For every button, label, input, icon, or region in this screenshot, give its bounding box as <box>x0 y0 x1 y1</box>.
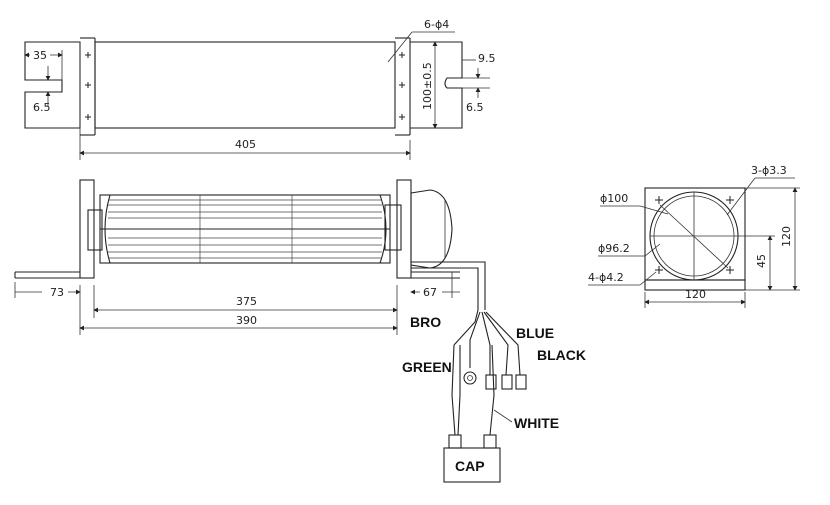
dim-width-side: 120 <box>685 288 706 301</box>
wire-brown <box>453 309 479 346</box>
wiring-diagram: CAP BRO BLUE BLACK GREEN WHITE <box>402 309 586 483</box>
top-right-flange <box>410 41 463 129</box>
ground-terminal <box>463 371 477 385</box>
top-body <box>94 41 396 129</box>
dim-holes-bottom: 4-ϕ4.2 <box>588 271 624 284</box>
front-left-bracket <box>79 179 95 279</box>
front-right-bracket <box>396 179 412 279</box>
label-blue: BLUE <box>516 325 554 341</box>
wire-cap-right <box>489 344 495 436</box>
wire-black <box>483 311 509 376</box>
wire-white-lead <box>485 311 521 376</box>
wire-blue <box>481 311 491 375</box>
side-view: 3-ϕ3.3 ϕ100 ϕ96.2 4-ϕ4.2 120 45 120 <box>588 164 800 308</box>
cable-duct <box>411 261 486 310</box>
rotor-blades <box>108 195 382 263</box>
dim-slot-width: 35 <box>33 49 47 62</box>
dim-body: 390 <box>236 314 257 327</box>
dim-length: 405 <box>235 138 256 151</box>
mount-hole-markers <box>85 52 405 120</box>
terminal-white <box>515 374 527 390</box>
dim-height-side: 120 <box>780 226 793 247</box>
wire-green <box>469 311 481 368</box>
dim-holes-top: 3-ϕ3.3 <box>751 164 787 177</box>
dim-diameter-inner: ϕ96.2 <box>598 242 630 255</box>
label-cap: CAP <box>455 458 485 474</box>
dim-slot-height-right: 6.5 <box>466 101 484 114</box>
label-green: GREEN <box>402 359 452 375</box>
top-view: 35 6.5 6-ϕ4 9.5 6.5 100±0.5 405 <box>24 18 496 160</box>
dim-height: 100±0.5 <box>421 62 434 110</box>
front-view: 73 375 390 67 <box>14 179 486 335</box>
dim-right-slot: 9.5 <box>478 52 496 65</box>
wire-cap-left <box>451 344 456 436</box>
dim-rotor: 375 <box>236 295 257 308</box>
dim-motor: 67 <box>423 286 437 299</box>
label-black: BLACK <box>537 347 586 363</box>
label-white: WHITE <box>514 415 559 431</box>
terminal-black <box>501 374 513 390</box>
dim-holes: 6-ϕ4 <box>424 18 449 31</box>
dim-slot-height-left: 6.5 <box>33 101 51 114</box>
capacitor <box>443 447 501 483</box>
dim-offset: 45 <box>755 254 768 268</box>
dim-diameter-outer: ϕ100 <box>600 192 628 205</box>
motor <box>410 189 453 269</box>
terminal-blue <box>485 374 497 390</box>
label-bro: BRO <box>410 314 441 330</box>
dim-overhang: 73 <box>50 286 64 299</box>
